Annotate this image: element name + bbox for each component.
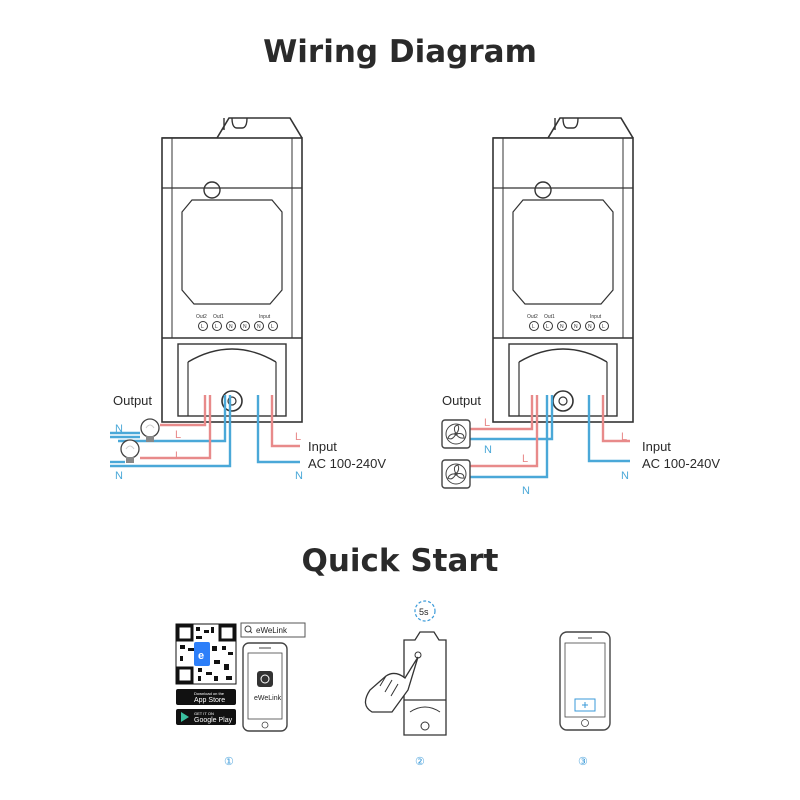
right-l-label-2: L [522,453,528,465]
right-l-label-1: L [484,417,490,429]
left-output-label: Output [113,393,152,408]
right-terminal-4: N [574,324,578,330]
terminal-6: L [271,324,274,330]
left-n-label-1: N [115,423,123,435]
play-icon [181,712,189,722]
right-terminal-labels: Out2 Out1 Input L L N N N L [527,314,605,330]
left-l-label-1: L [175,429,181,441]
phone-1: eWeLink [242,642,288,732]
left-device [161,117,303,423]
right-wires [470,395,630,479]
step-2: ② [415,756,425,768]
left-wire-labels: Output N L L N L N Input AC 100-240V [113,393,386,482]
phone-3 [559,631,611,731]
search-icon [244,625,252,633]
step-1: ① [224,756,234,768]
right-terminal-6: L [602,324,605,330]
left-voltage-label: AC 100-240V [308,456,386,471]
right-out2-label: Out2 [527,314,538,320]
left-input-l-label: L [295,431,301,443]
terminal-5: N [257,324,261,330]
app-store-badge[interactable]: Download on the App Store [176,689,236,705]
right-device [492,117,634,423]
ewelink-app-icon [257,671,273,687]
app-store-small-text: Download on the [194,691,225,696]
out1-label: Out1 [213,314,224,320]
right-input-label: Input [642,439,671,454]
right-n-label-2: N [522,485,530,497]
hand-icon [364,656,419,713]
right-input-l-label: L [621,431,627,443]
google-play-text: Google Play [194,717,233,724]
left-wires [110,395,300,468]
right-wire-labels: Output L N L N L N Input AC 100-240V [442,393,720,497]
timer-badge: 5s [414,600,436,622]
app-name: eWeLink [254,695,282,702]
right-input-n-label: N [621,470,629,482]
terminal-3: N [229,324,233,330]
input-label: Input [259,314,271,320]
left-l-label-2: L [175,450,181,462]
right-terminal-2: L [546,324,549,330]
right-out1-label: Out1 [544,314,555,320]
left-n-label-2: N [115,470,123,482]
qr-code: e [175,623,237,685]
timer-text: 5s [419,607,429,617]
right-terminal-5: N [588,324,592,330]
right-terminal-3: N [560,324,564,330]
device-press-illustration [364,631,447,736]
wiring-diagram-title: Wiring Diagram [263,34,537,70]
app-store-text: App Store [194,697,225,704]
step-3: ③ [578,756,588,768]
terminal-1: L [201,324,204,330]
right-output-label: Output [442,393,481,408]
terminal-4: N [243,324,247,330]
google-play-small-text: GET IT ON [194,711,214,716]
app-search-text: eWeLink [256,626,288,635]
left-input-n-label: N [295,470,303,482]
left-terminal-labels: Out2 Out1 Input L L N N N L [196,314,274,330]
svg-text:e: e [198,650,204,662]
google-play-badge[interactable]: GET IT ON Google Play [176,709,236,725]
right-terminal-1: L [532,324,535,330]
right-fan-1 [441,419,471,449]
left-input-label: Input [308,439,337,454]
quick-start-title: Quick Start [301,543,499,579]
left-bulb-2 [120,439,140,463]
out2-label: Out2 [196,314,207,320]
right-fan-2 [441,459,471,489]
right-voltage-label: AC 100-240V [642,456,720,471]
right-input-label-small: Input [590,314,602,320]
left-bulb-1 [140,418,160,442]
app-search-bar[interactable]: eWeLink [240,622,306,638]
terminal-2: L [215,324,218,330]
right-n-label-1: N [484,444,492,456]
